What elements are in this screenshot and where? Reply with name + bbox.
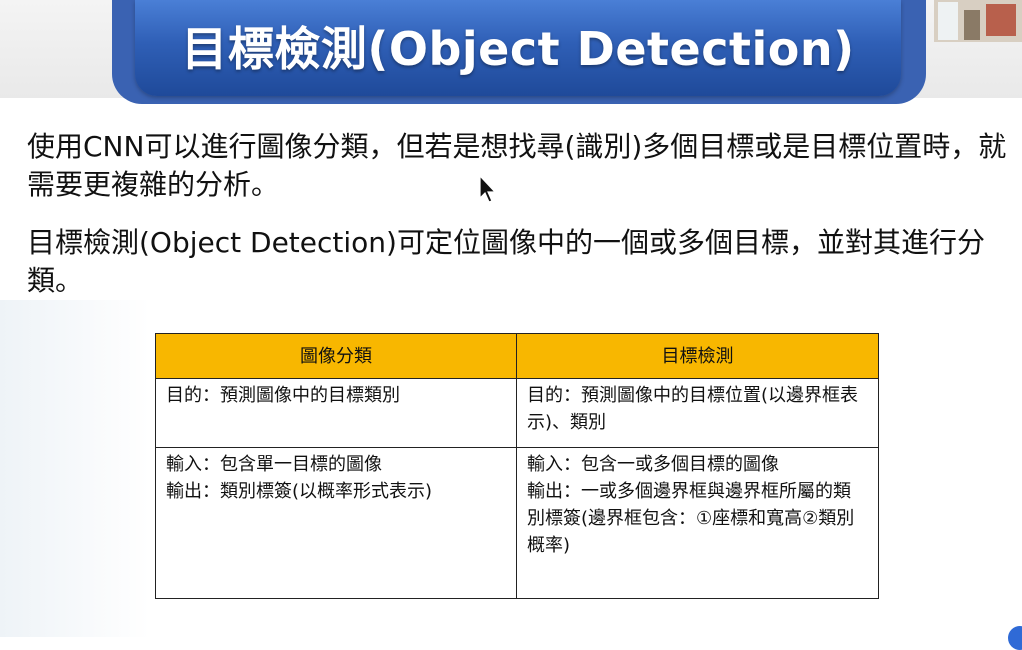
table-cell: 目的：預測圖像中的目標位置(以邊界框表示)、類別 xyxy=(516,378,879,448)
mouse-pointer-icon xyxy=(479,175,497,203)
cell-text: 輸出：類別標簽(以概率形式表示) xyxy=(166,481,433,502)
table-cell: 目的：預測圖像中的目標類別 xyxy=(155,378,517,448)
comparison-table: 圖像分類 目標檢測 目的：預測圖像中的目標類別 目的：預測圖像中的目標位置(以邊… xyxy=(155,333,879,599)
slide-title: 目標檢測(Object Detection) xyxy=(181,22,855,76)
title-banner xyxy=(135,0,901,96)
intro-paragraph: 使用CNN可以進行圖像分類，但若是想找尋(識別)多個目標或是目標位置時，就需要更… xyxy=(27,130,1007,201)
header-image-classification: 圖像分類 xyxy=(155,333,517,379)
table-cell: 輸入：包含單一目標的圖像 輸出：類別標簽(以概率形式表示) xyxy=(155,447,517,599)
cell-text: 輸入：包含單一目標的圖像 xyxy=(166,454,382,475)
definition-paragraph: 目標檢測(Object Detection)可定位圖像中的一個或多個目標，並對其… xyxy=(27,226,985,297)
cell-text: 目的：預測圖像中的目標位置(以邊界框表示)、類別 xyxy=(527,385,859,433)
cell-text: 輸入：包含一或多個目標的圖像 xyxy=(527,454,779,475)
webcam-thumbnail xyxy=(934,0,1022,42)
cell-text: 輸出：一或多個邊界框與邊界框所屬的類別標簽(邊界框包含：①座標和寬高②類別概率) xyxy=(527,481,855,556)
table-header-row: 圖像分類 目標檢測 xyxy=(155,333,879,379)
table-cell: 輸入：包含一或多個目標的圖像 輸出：一或多個邊界框與邊界框所屬的類別標簽(邊界框… xyxy=(516,447,879,599)
header-object-detection: 目標檢測 xyxy=(516,333,879,379)
cell-text: 目的：預測圖像中的目標類別 xyxy=(166,385,400,406)
background-decoration xyxy=(0,300,150,637)
table-row: 目的：預測圖像中的目標類別 目的：預測圖像中的目標位置(以邊界框表示)、類別 xyxy=(155,378,879,448)
corner-indicator xyxy=(1008,626,1022,650)
table-row: 輸入：包含單一目標的圖像 輸出：類別標簽(以概率形式表示) 輸入：包含一或多個目… xyxy=(155,447,879,599)
